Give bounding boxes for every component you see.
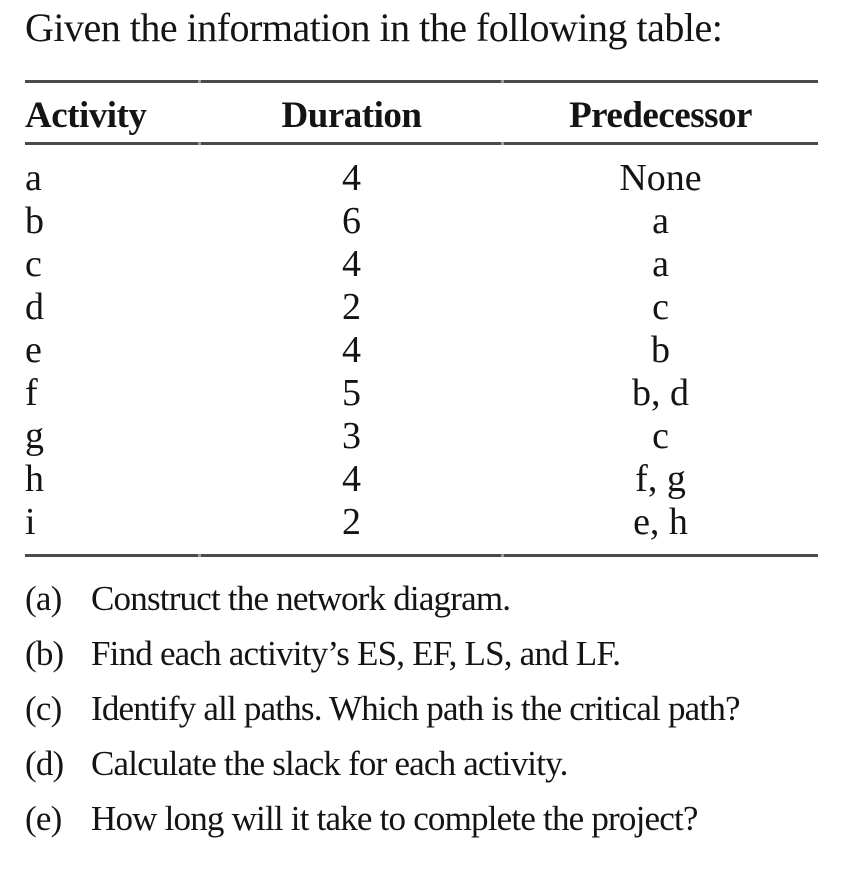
table-rule-header-bottom <box>25 142 818 145</box>
header-predecessor: Predecessor <box>569 95 752 136</box>
duration-cell: 4 <box>342 458 361 500</box>
duration-cell: 2 <box>342 286 361 328</box>
activity-cell: c <box>25 243 42 285</box>
table-row: b 6 a <box>25 200 818 243</box>
column-divider-notch <box>198 80 201 83</box>
question-label: (a) <box>25 579 62 618</box>
predecessor-cell: None <box>619 157 702 199</box>
question-label: (d) <box>25 744 64 783</box>
activity-cell: e <box>25 329 42 371</box>
duration-cell: 2 <box>342 501 361 543</box>
column-divider-notch <box>501 80 504 83</box>
table-row: d 2 c <box>25 286 818 329</box>
column-divider-notch <box>501 142 504 145</box>
table-rule-bottom <box>25 554 818 557</box>
table-row: c 4 a <box>25 243 818 286</box>
question-item-b: (b) Find each activity’s ES, EF, LS, and… <box>25 626 855 681</box>
question-text: Calculate the slack for each activity. <box>91 744 568 783</box>
activity-cell: b <box>25 200 44 242</box>
predecessor-cell: f, g <box>635 458 686 500</box>
questions-list: (a) Construct the network diagram. (b) F… <box>25 571 855 846</box>
duration-cell: 4 <box>342 157 361 199</box>
activity-cell: d <box>25 286 44 328</box>
duration-cell: 5 <box>342 372 361 414</box>
table-header-row: Activity Duration Predecessor <box>25 94 818 137</box>
header-activity: Activity <box>25 95 147 136</box>
table-row: e 4 b <box>25 329 818 372</box>
question-item-a: (a) Construct the network diagram. <box>25 571 855 626</box>
table-row: f 5 b, d <box>25 372 818 415</box>
header-duration: Duration <box>281 95 422 136</box>
duration-cell: 3 <box>342 415 361 457</box>
table-body: a 4 None b 6 a c 4 a d 2 c e 4 b f 5 b, … <box>25 157 818 544</box>
question-text: How long will it take to complete the pr… <box>91 799 698 838</box>
predecessor-cell: c <box>652 286 669 328</box>
predecessor-cell: c <box>652 415 669 457</box>
predecessor-cell: b, d <box>632 372 689 414</box>
column-divider-notch <box>501 554 504 557</box>
predecessor-cell: e, h <box>633 501 688 543</box>
duration-cell: 4 <box>342 329 361 371</box>
question-label: (b) <box>25 634 64 673</box>
duration-cell: 4 <box>342 243 361 285</box>
question-item-e: (e) How long will it take to complete th… <box>25 791 855 846</box>
question-item-d: (d) Calculate the slack for each activit… <box>25 736 855 791</box>
table-row: a 4 None <box>25 157 818 200</box>
predecessor-cell: a <box>652 200 669 242</box>
activity-cell: g <box>25 415 44 457</box>
activity-cell: i <box>25 501 36 543</box>
table-row: i 2 e, h <box>25 501 818 544</box>
question-item-c: (c) Identify all paths. Which path is th… <box>25 681 855 736</box>
column-divider-notch <box>198 554 201 557</box>
question-label: (c) <box>25 689 62 728</box>
table-row: g 3 c <box>25 415 818 458</box>
predecessor-cell: b <box>651 329 670 371</box>
question-text: Find each activity’s ES, EF, LS, and LF. <box>91 634 621 673</box>
activity-cell: a <box>25 157 42 199</box>
activity-cell: h <box>25 458 44 500</box>
table-row: h 4 f, g <box>25 458 818 501</box>
column-divider-notch <box>198 142 201 145</box>
predecessor-cell: a <box>652 243 669 285</box>
question-text: Identify all paths. Which path is the cr… <box>91 689 741 728</box>
duration-cell: 6 <box>342 200 361 242</box>
question-text: Construct the network diagram. <box>91 579 511 618</box>
table-rule-top <box>25 80 818 83</box>
question-label: (e) <box>25 799 62 838</box>
activity-cell: f <box>25 372 38 414</box>
intro-text: Given the information in the following t… <box>25 5 723 50</box>
